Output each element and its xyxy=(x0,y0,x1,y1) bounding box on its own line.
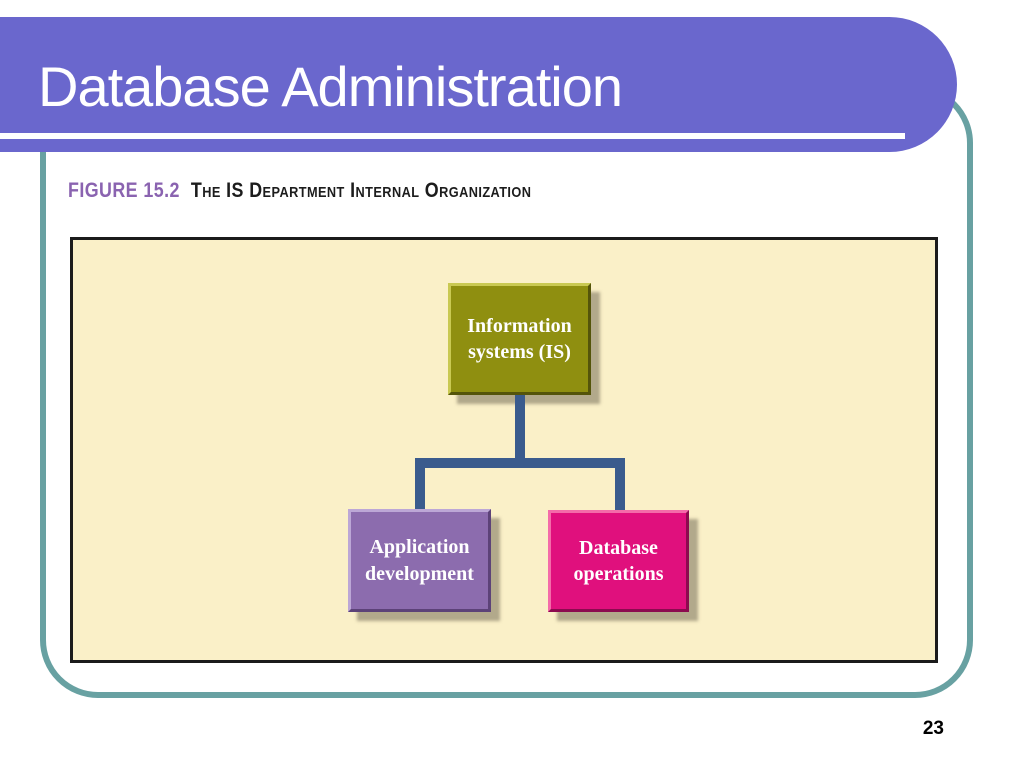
figure-label: FIGURE 15.2 xyxy=(68,179,180,202)
title-banner: Database Administration xyxy=(0,17,957,152)
page-number: 23 xyxy=(922,718,944,739)
org-node-application-development: Application development xyxy=(348,509,491,612)
org-node-database-operations: Database operations xyxy=(548,510,689,612)
title-underline xyxy=(0,133,905,139)
figure-panel: Information systems (IS) Application dev… xyxy=(70,237,938,663)
figure-caption: FIGURE 15.2 The IS Department Internal O… xyxy=(68,179,531,203)
connector-right-drop xyxy=(615,463,625,512)
connector-left-drop xyxy=(415,463,425,511)
slide-title: Database Administration xyxy=(38,55,623,118)
org-node-information-systems: Information systems (IS) xyxy=(448,283,591,395)
connector-root-drop xyxy=(515,395,525,468)
figure-title: The IS Department Internal Organization xyxy=(190,179,532,202)
connector-crossbar xyxy=(415,458,625,468)
